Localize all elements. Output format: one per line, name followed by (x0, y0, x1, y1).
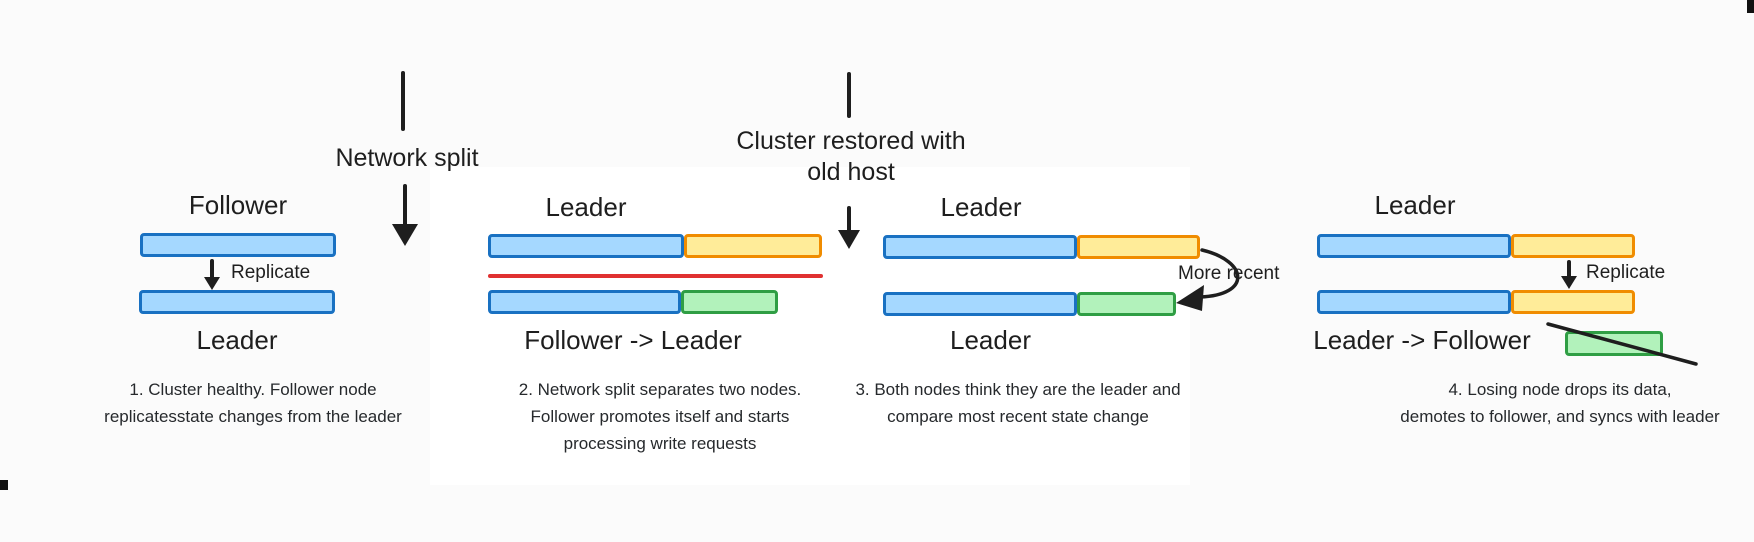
panel3-old-leader-state-bar (883, 235, 1200, 259)
top-right-edge-mark (1747, 0, 1754, 13)
panel1-follower-state-bar (140, 233, 336, 257)
caption-line: Follower promotes itself and starts (530, 407, 790, 426)
panel3-caption: 3. Both nodes think they are the leader … (798, 376, 1238, 430)
network-split-arrow-head-icon (392, 224, 418, 246)
replicate-arrow-shaft (1567, 260, 1571, 278)
bar-segment-blue (883, 235, 1077, 259)
cluster-restored-arrow-head-icon (838, 230, 860, 249)
cluster-restored-label-line1: Cluster restored with (736, 127, 966, 155)
strikethrough-line-icon (1546, 322, 1698, 366)
background-highlight-region (430, 167, 1190, 485)
panel1-leader-state-bar (139, 290, 335, 314)
bar-segment-yellow (1511, 290, 1635, 314)
caption-line: demotes to follower, and syncs with lead… (1400, 407, 1720, 426)
bar-segment-green (681, 290, 778, 314)
panel4-caption: 4. Losing node drops its data, demotes t… (1340, 376, 1754, 430)
replicate-arrow-shaft (210, 259, 214, 279)
caption-line: compare most recent state change (887, 407, 1149, 426)
panel1-caption: 1. Cluster healthy. Follower node replic… (33, 376, 473, 430)
panel4-leader-state-bar (1317, 234, 1635, 258)
caption-line: 2. Network split separates two nodes. (518, 380, 802, 399)
panel4-bottom-node-label: Leader -> Follower (1313, 325, 1531, 355)
caption-line: 4. Losing node drops its data, (1448, 380, 1672, 399)
bar-segment-blue (140, 233, 336, 257)
network-split-upper-line (401, 71, 405, 131)
bar-segment-blue (139, 290, 335, 314)
bar-segment-blue (488, 290, 681, 314)
cluster-restored-upper-line (847, 72, 851, 118)
panel1-top-node-label: Follower (188, 190, 288, 220)
panel1-replicate-label: Replicate (231, 262, 311, 283)
panel2-caption: 2. Network split separates two nodes. Fo… (440, 376, 880, 457)
panel2-leader-state-bar (488, 234, 822, 258)
panel3-new-leader-state-bar (883, 292, 1176, 316)
panel2-top-node-label: Leader (545, 192, 627, 222)
bar-segment-yellow (1511, 234, 1635, 258)
panel3-bottom-node-label: Leader (950, 325, 1031, 355)
bottom-left-edge-mark (0, 480, 8, 490)
more-recent-label: More recent (1178, 263, 1280, 284)
replicate-arrow-head-icon (1561, 276, 1577, 289)
network-split-arrow-shaft (403, 184, 407, 226)
bar-segment-blue (1317, 290, 1511, 314)
bar-segment-blue (883, 292, 1077, 316)
cluster-restored-label: Cluster restored with old host (676, 126, 1026, 188)
network-split-label: Network split (335, 144, 479, 172)
bar-segment-yellow (684, 234, 822, 258)
caption-line: 1. Cluster healthy. Follower node (129, 380, 377, 399)
cluster-restored-arrow-shaft (847, 206, 851, 232)
panel3-top-node-label: Leader (940, 192, 1022, 222)
panel2-bottom-node-label: Follower -> Leader (524, 325, 742, 355)
panel4-replicate-label: Replicate (1586, 262, 1666, 283)
network-split-divider-line (488, 274, 823, 278)
caption-line: replicatesstate changes from the leader (104, 407, 402, 426)
caption-line: processing write requests (563, 434, 757, 453)
replicate-arrow-head-icon (204, 277, 220, 290)
more-recent-curved-arrow-icon (1176, 248, 1240, 311)
bar-segment-blue (1317, 234, 1511, 258)
panel2-follower-state-bar (488, 290, 778, 314)
caption-line: 3. Both nodes think they are the leader … (855, 380, 1181, 399)
bar-segment-yellow (1077, 235, 1200, 259)
panel4-top-node-label: Leader (1374, 190, 1456, 220)
panel4-follower-state-bar (1317, 290, 1635, 314)
cluster-restored-label-line2: old host (807, 158, 895, 186)
bar-segment-blue (488, 234, 684, 258)
bar-segment-green (1077, 292, 1176, 316)
panel1-bottom-node-label: Leader (196, 325, 278, 355)
